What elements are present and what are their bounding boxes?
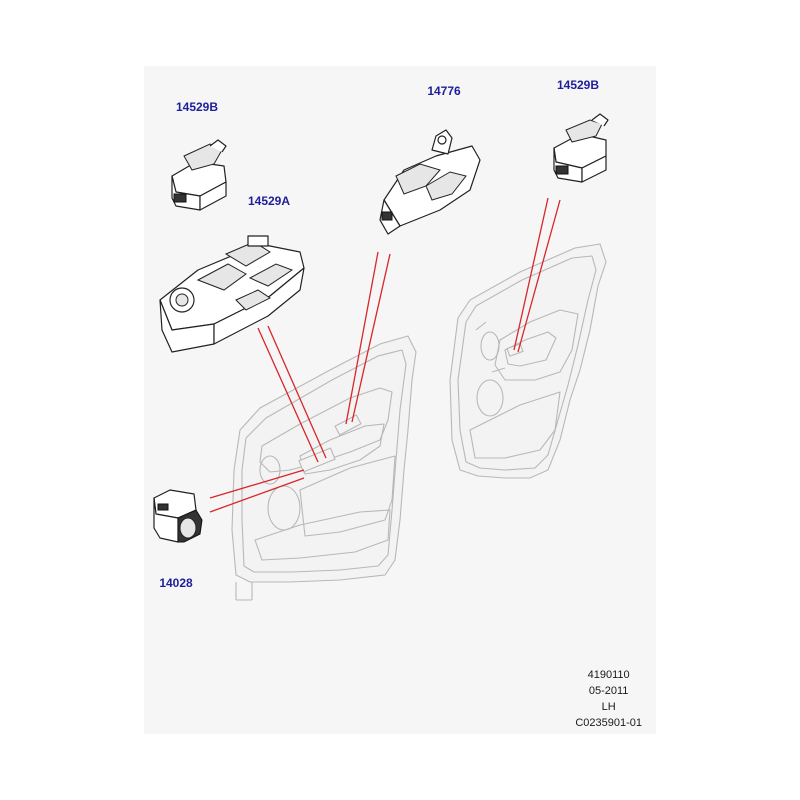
figure-reference-block: 4190110 05-2011 LH C0235901-01 bbox=[575, 667, 642, 731]
switch-pack-14776[interactable] bbox=[379, 129, 481, 235]
figure-date: 05-2011 bbox=[588, 685, 629, 697]
mirror-switch-14028[interactable] bbox=[153, 489, 203, 543]
figure-side: LH bbox=[601, 701, 616, 713]
figure-code: C0235901-01 bbox=[575, 717, 642, 729]
front-door-panel bbox=[231, 335, 417, 601]
figure-number: 4190110 bbox=[587, 669, 630, 681]
rear-door-panel bbox=[449, 243, 607, 479]
callout-14529b-right[interactable]: 14529B bbox=[556, 78, 600, 92]
window-switch-14529b-right[interactable] bbox=[553, 113, 609, 183]
window-switch-14529b-left[interactable] bbox=[171, 139, 227, 211]
master-switch-14529a[interactable] bbox=[159, 235, 305, 353]
callout-14028[interactable]: 14028 bbox=[159, 576, 193, 590]
callout-14776[interactable]: 14776 bbox=[427, 84, 461, 98]
callout-14529a[interactable]: 14529A bbox=[247, 194, 291, 208]
leader-lines bbox=[209, 197, 561, 513]
callout-14529b-left[interactable]: 14529B bbox=[175, 100, 219, 114]
